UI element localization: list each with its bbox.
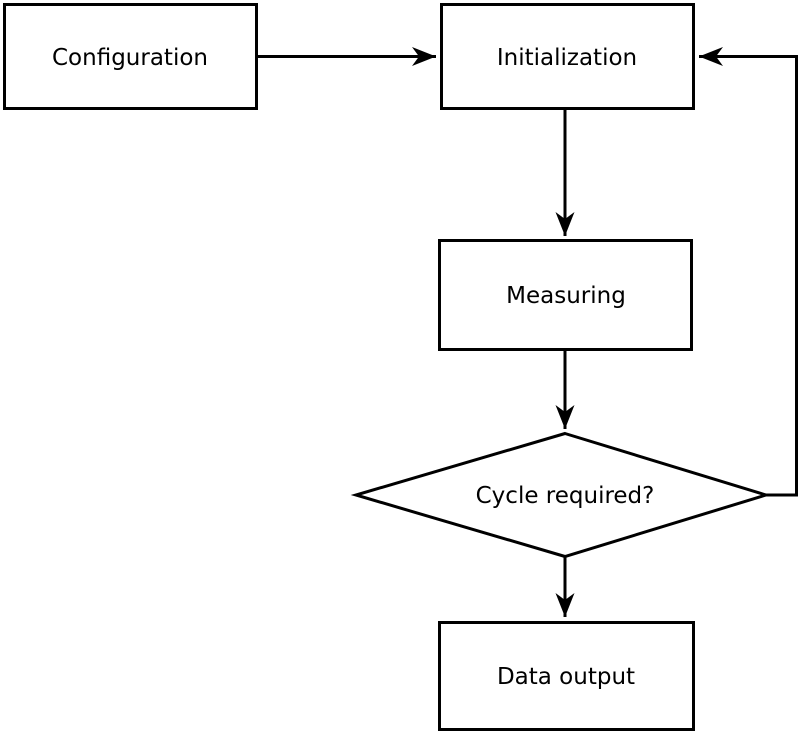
edge-cycle-required-to-initialization-feedback xyxy=(699,47,798,497)
node-cycle-required-label: Cycle required? xyxy=(476,483,655,509)
node-configuration-label: Configuration xyxy=(52,45,208,71)
node-initialization-label: Initialization xyxy=(497,45,637,71)
node-initialization xyxy=(440,3,695,110)
node-measuring xyxy=(438,239,693,351)
node-configuration xyxy=(3,3,258,110)
node-cycle-required-decision xyxy=(350,431,772,559)
node-data-output-label: Data output xyxy=(497,664,635,690)
node-data-output xyxy=(438,621,695,731)
node-measuring-label: Measuring xyxy=(506,283,626,309)
